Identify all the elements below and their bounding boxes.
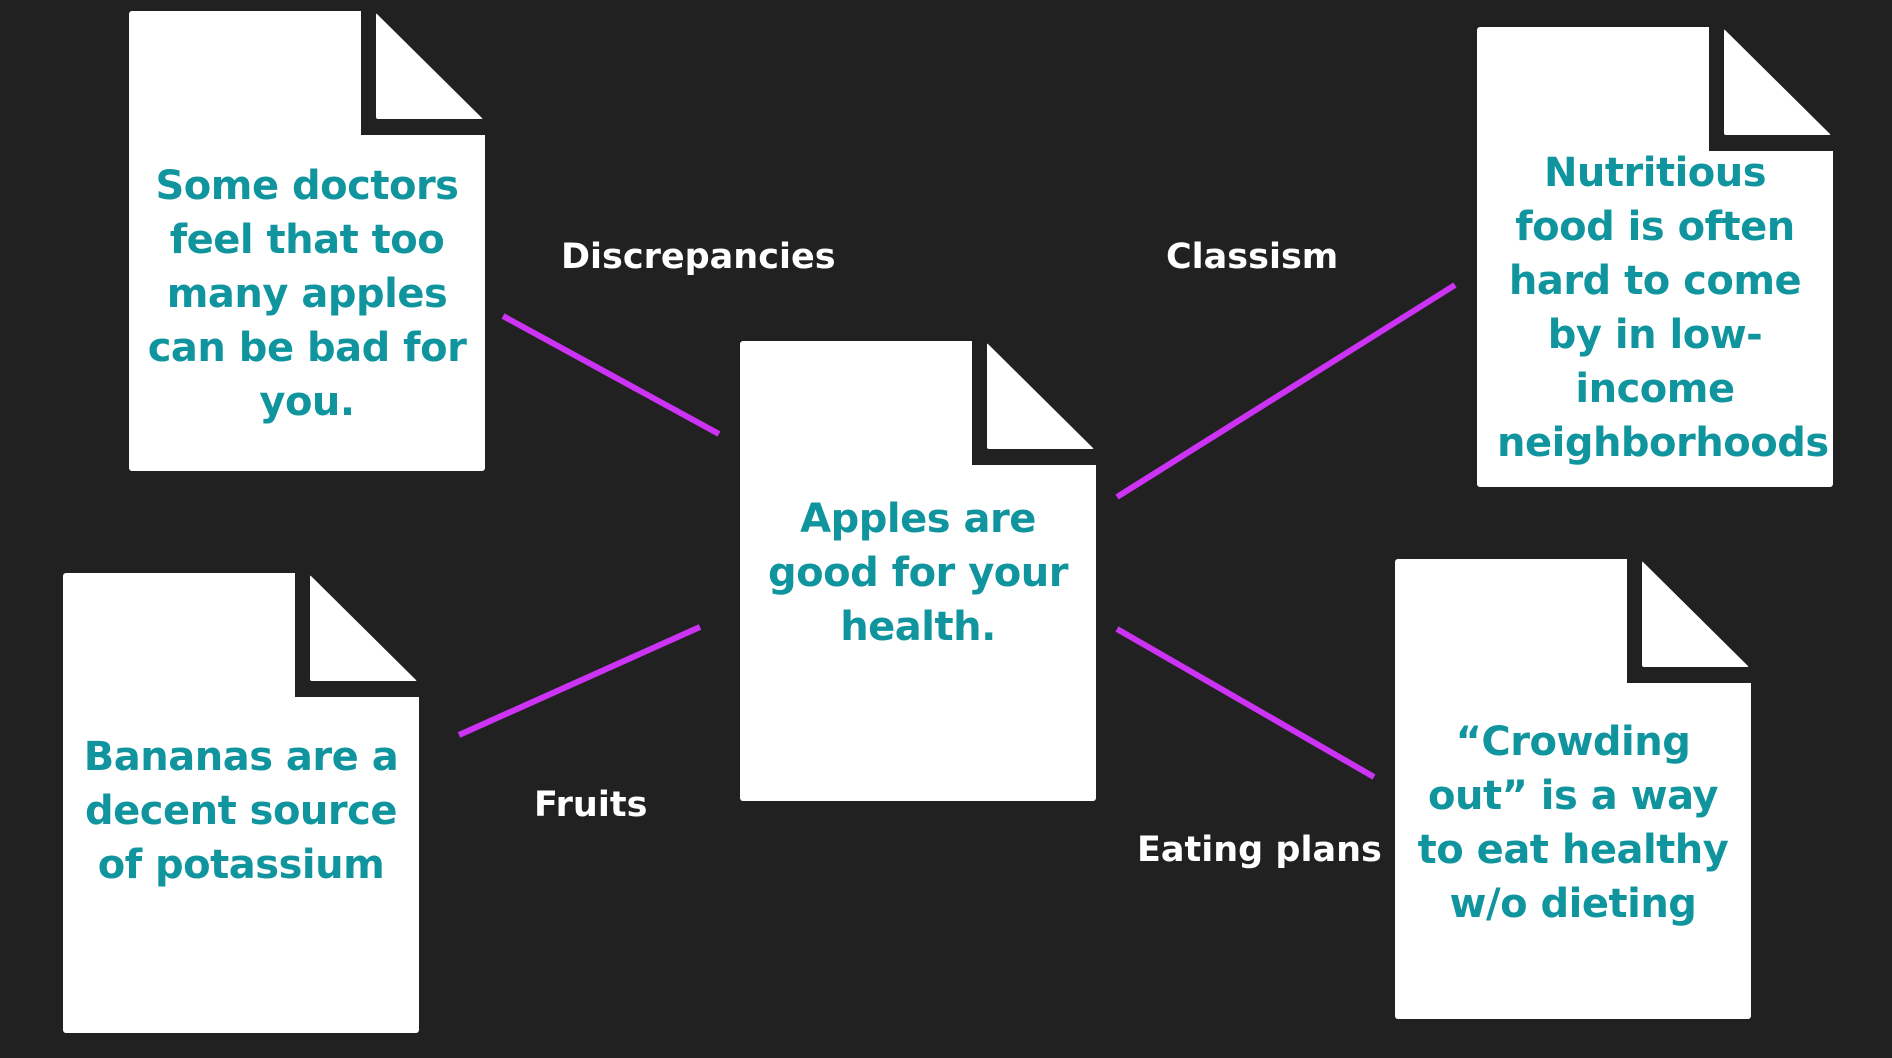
label-fruits: Fruits [534,785,648,825]
label-discrepancies: Discrepancies [561,237,836,277]
connector-fruits [457,624,702,738]
note-text: Nutritious food is often hard to come by… [1497,150,1829,466]
note-nutritious-food[interactable]: Nutritious food is often hard to come by… [1477,27,1833,487]
connector-classism [1115,282,1457,500]
note-bananas[interactable]: Bananas are a decent source of potassium [63,573,419,1033]
note-text: Some doctors feel that too many apples c… [147,163,467,425]
note-text: Bananas are a decent source of potassium [83,734,399,888]
center-note-text: Apples are good for your health. [768,496,1068,650]
label-classism: Classism [1166,237,1339,277]
center-note[interactable]: Apples are good for your health. [740,341,1096,801]
label-eating-plans: Eating plans [1137,830,1382,870]
note-doctors[interactable]: Some doctors feel that too many apples c… [129,11,485,471]
connector-eating-plans [1115,626,1376,780]
connector-discrepancies [501,313,721,437]
note-crowding-out[interactable]: “Crowding out” is a way to eat healthy w… [1395,559,1751,1019]
note-text: “Crowding out” is a way to eat healthy w… [1417,719,1729,927]
